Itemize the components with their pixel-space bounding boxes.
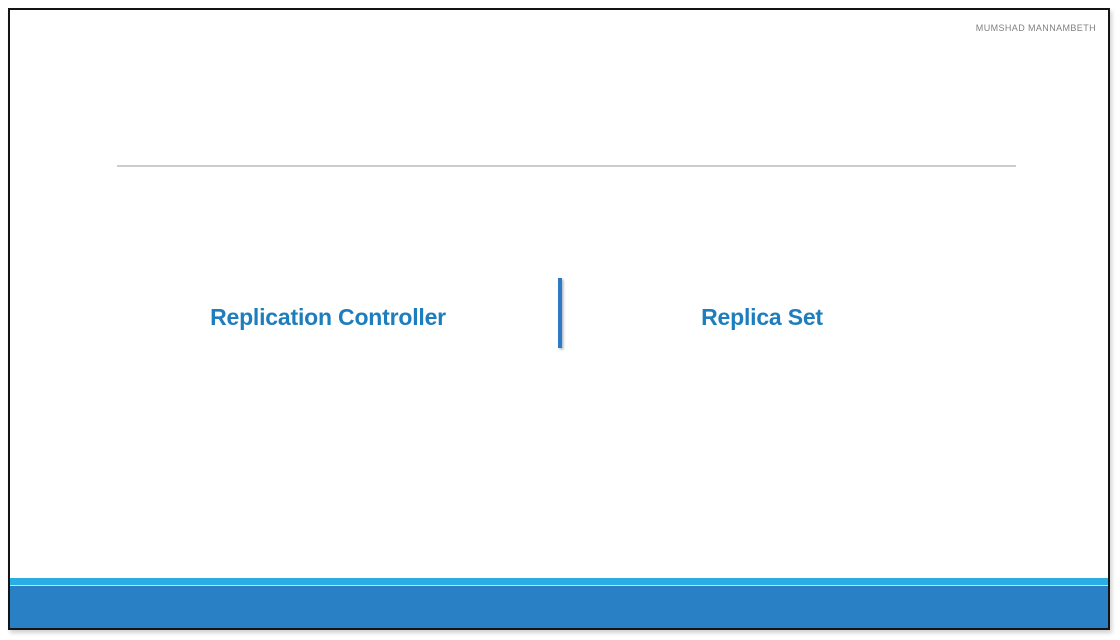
author-credit: MUMSHAD MANNAMBETH: [975, 23, 1096, 33]
right-heading: Replica Set: [701, 304, 823, 330]
header-rule: [117, 165, 1016, 167]
footer-separator: [10, 585, 1108, 586]
slide-frame: MUMSHAD MANNAMBETH Replication Controlle…: [8, 8, 1110, 630]
left-heading: Replication Controller: [210, 304, 446, 330]
footer-accent-stripe: [10, 578, 1108, 585]
footer-bar: [10, 586, 1108, 628]
vertical-divider: [558, 278, 562, 348]
